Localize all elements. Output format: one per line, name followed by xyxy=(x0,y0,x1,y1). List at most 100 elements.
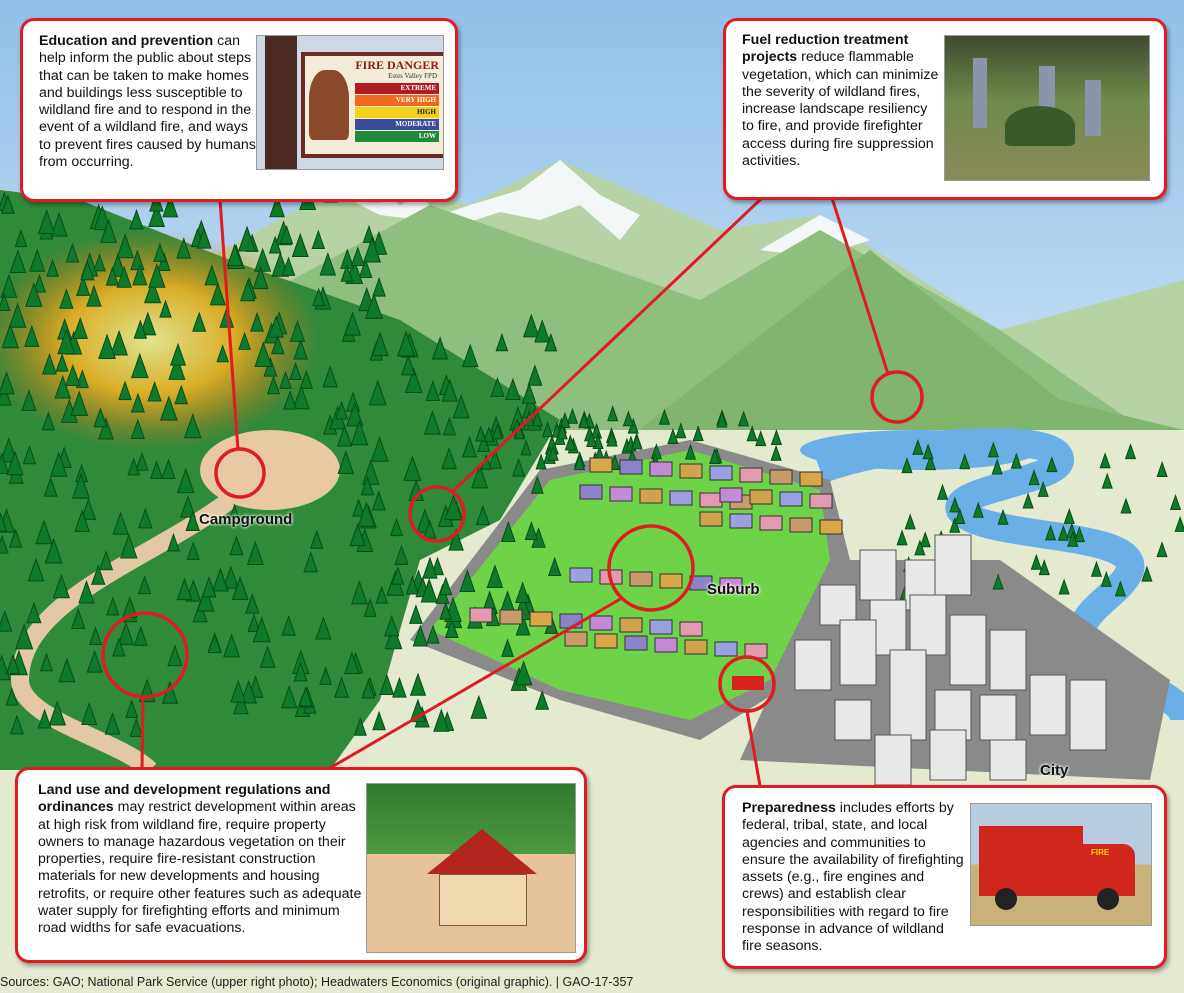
house xyxy=(639,488,663,504)
house xyxy=(789,517,813,533)
house xyxy=(624,635,648,651)
callout-fuel-reduction: Fuel reduction treatment projects reduce… xyxy=(723,18,1167,200)
pine-tree xyxy=(358,258,373,279)
pine-tree xyxy=(86,649,103,673)
pine-tree xyxy=(0,273,18,298)
city-building xyxy=(834,699,872,741)
pine-tree xyxy=(535,453,547,470)
callout-body: may restrict development within areas at… xyxy=(38,799,362,937)
city-building xyxy=(934,534,972,596)
pine-tree xyxy=(170,342,187,366)
pine-tree xyxy=(39,652,53,672)
pine-tree xyxy=(1044,524,1057,541)
pine-tree xyxy=(8,528,23,548)
pine-tree xyxy=(147,380,162,402)
pine-tree xyxy=(522,313,540,338)
pine-tree xyxy=(281,684,298,709)
pine-tree xyxy=(1067,530,1079,547)
pine-tree xyxy=(157,252,171,271)
pine-tree xyxy=(391,566,405,585)
pine-tree xyxy=(132,263,148,286)
pine-tree xyxy=(319,251,337,276)
pine-tree xyxy=(139,311,157,336)
pine-tree xyxy=(423,410,441,435)
pine-tree xyxy=(32,273,47,293)
pine-tree xyxy=(106,596,120,616)
pine-tree xyxy=(117,621,135,646)
pine-tree xyxy=(439,601,453,620)
pine-tree xyxy=(254,341,273,367)
pine-tree xyxy=(350,580,368,605)
pine-tree xyxy=(150,460,164,479)
pine-tree xyxy=(44,537,63,564)
pine-tree xyxy=(54,374,72,399)
pine-tree xyxy=(1010,452,1022,469)
pine-tree xyxy=(279,370,292,389)
house xyxy=(569,567,593,583)
city-building xyxy=(929,729,967,781)
pine-tree xyxy=(86,284,102,307)
pine-tree xyxy=(5,687,19,706)
city-building xyxy=(949,614,987,686)
pine-tree xyxy=(269,194,285,218)
pine-tree xyxy=(770,429,783,446)
pine-tree xyxy=(293,338,308,360)
pine-tree xyxy=(372,276,386,297)
pine-tree xyxy=(6,450,24,476)
pine-tree xyxy=(5,653,21,675)
pine-tree xyxy=(159,395,178,421)
fire-engine xyxy=(732,676,764,690)
pine-tree xyxy=(283,389,297,410)
city-building xyxy=(819,584,857,626)
pine-tree xyxy=(247,613,261,633)
pine-tree xyxy=(631,433,643,450)
pine-tree xyxy=(426,624,440,644)
pine-tree xyxy=(566,407,579,424)
pine-tree xyxy=(412,624,429,647)
pine-tree xyxy=(65,363,81,386)
pine-tree xyxy=(559,411,571,428)
pine-tree xyxy=(104,711,121,735)
callout-body: can help inform the public about steps t… xyxy=(39,33,256,171)
pine-tree xyxy=(185,510,200,532)
pine-tree xyxy=(35,519,53,545)
pine-tree xyxy=(239,279,256,302)
pine-tree xyxy=(93,407,108,428)
pine-tree xyxy=(350,419,369,446)
house xyxy=(679,621,703,637)
city-building xyxy=(874,734,912,786)
callout-land-use: Land use and development regulations and… xyxy=(15,767,587,963)
house xyxy=(649,461,673,477)
pine-tree xyxy=(135,451,149,471)
pine-tree xyxy=(607,405,619,422)
pine-tree xyxy=(167,644,183,667)
pine-tree xyxy=(230,679,247,703)
house xyxy=(609,486,633,502)
pine-tree xyxy=(444,494,463,521)
pine-tree xyxy=(291,232,309,257)
mountain-snow xyxy=(330,160,640,240)
pine-tree xyxy=(71,472,91,499)
pine-tree xyxy=(488,448,503,469)
pine-tree xyxy=(310,529,324,549)
pine-tree xyxy=(490,376,505,397)
pine-tree xyxy=(340,263,354,282)
fire-danger-level: MODERATE xyxy=(355,119,439,130)
fire-danger-level: LOW xyxy=(355,131,439,142)
pine-tree xyxy=(404,367,423,394)
pine-tree xyxy=(922,443,934,460)
city-building xyxy=(979,694,1017,741)
pine-tree xyxy=(667,428,679,445)
highlight-circles xyxy=(101,370,924,713)
pine-tree xyxy=(1169,493,1182,510)
pine-tree xyxy=(350,246,365,267)
pine-tree xyxy=(692,425,704,442)
pine-tree xyxy=(99,550,114,571)
pine-tree xyxy=(491,423,504,440)
pine-tree xyxy=(110,329,129,356)
pine-tree xyxy=(168,355,186,380)
house xyxy=(654,637,678,653)
pine-tree xyxy=(153,242,167,262)
fire-danger-level: HIGH xyxy=(355,107,439,118)
pine-tree xyxy=(1058,578,1070,595)
